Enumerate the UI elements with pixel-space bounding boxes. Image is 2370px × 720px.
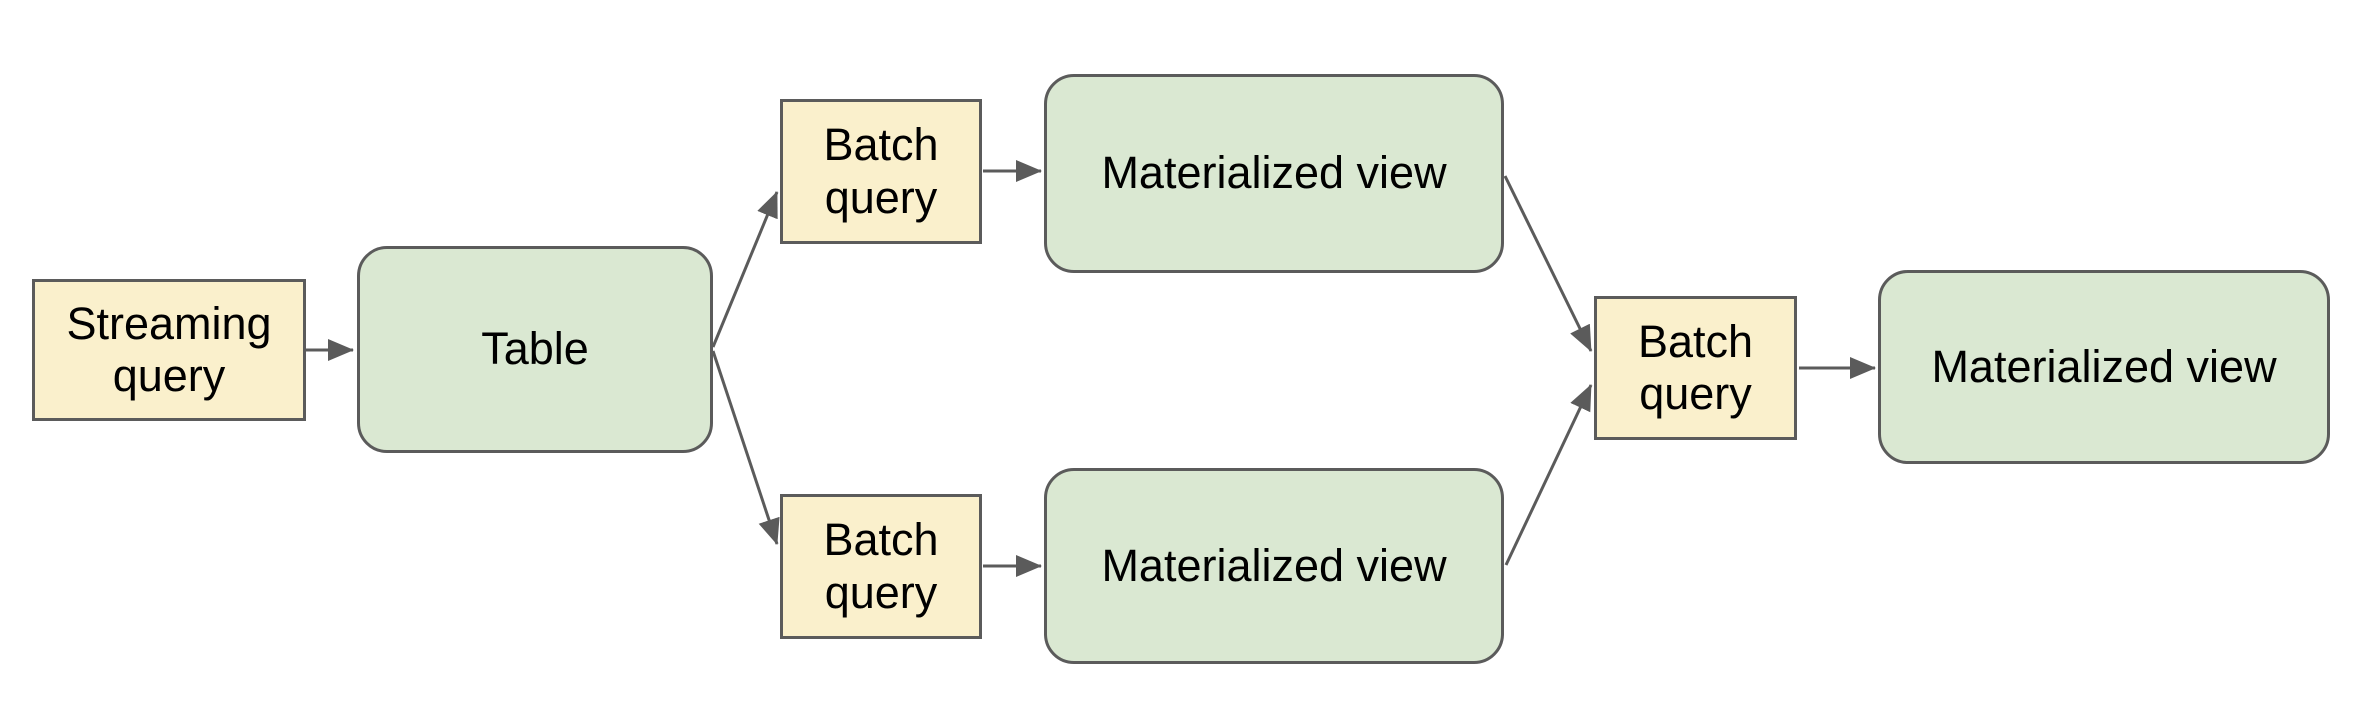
node-label: Batch query: [1637, 315, 1754, 419]
node-batch-query-right: Batch query: [1594, 296, 1797, 440]
node-label: Materialized view: [1101, 539, 1447, 591]
node-materialized-view-top: Materialized view: [1044, 74, 1504, 273]
node-label: Table: [481, 323, 589, 375]
node-streaming-query: Streaming query: [32, 279, 306, 421]
node-label: Materialized view: [1931, 340, 2277, 392]
node-batch-query-bottom: Batch query: [780, 494, 982, 639]
node-label: Streaming query: [66, 297, 272, 401]
edge-materialized-view-top-to-batch-query-right: [1503, 175, 1593, 352]
node-materialized-view-bottom: Materialized view: [1044, 468, 1504, 664]
node-table: Table: [357, 246, 713, 453]
edge-table-to-batch-query-bottom: [711, 350, 780, 545]
node-label: Batch query: [823, 514, 939, 618]
edge-table-to-batch-query-top: [711, 191, 779, 348]
node-materialized-view-right: Materialized view: [1878, 270, 2330, 464]
node-label: Batch query: [823, 119, 939, 223]
node-label: Materialized view: [1101, 147, 1447, 199]
edge-materialized-view-bottom-to-batch-query-right: [1504, 384, 1593, 566]
node-batch-query-top: Batch query: [780, 99, 982, 244]
